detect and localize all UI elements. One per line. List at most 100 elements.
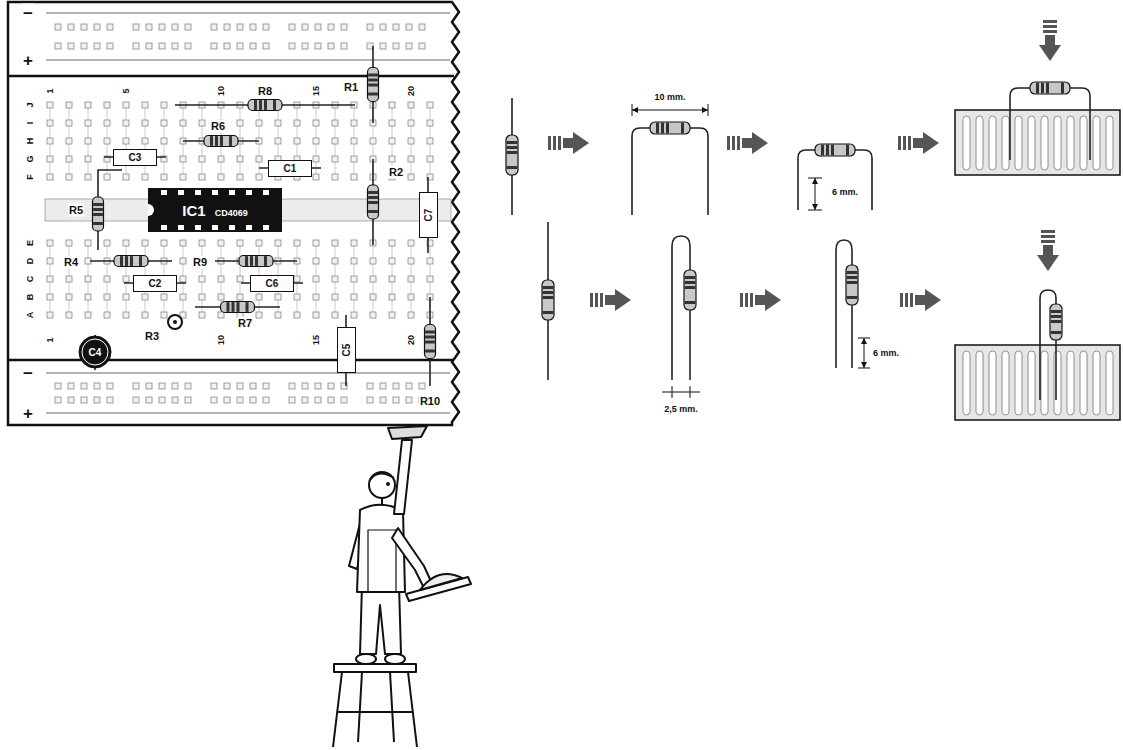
rail-polarity-sign: − xyxy=(22,364,34,383)
component-name: C7 xyxy=(424,209,434,222)
rail-hole xyxy=(146,383,152,389)
rail-hole xyxy=(107,24,113,30)
color-band xyxy=(93,222,103,225)
rail-hole xyxy=(250,43,256,49)
arrow-shaft xyxy=(1045,35,1055,46)
color-band xyxy=(227,302,230,312)
rail-hole xyxy=(211,43,217,49)
color-band xyxy=(368,191,378,194)
color-band xyxy=(507,166,518,169)
rail-hole xyxy=(393,397,399,403)
color-band xyxy=(425,331,435,334)
rail-hole xyxy=(419,383,425,389)
color-band xyxy=(368,74,378,77)
arrow-stripe xyxy=(600,293,603,307)
resistor-case xyxy=(93,197,104,231)
rail-hole xyxy=(419,43,425,49)
ic-pin xyxy=(246,225,252,230)
resistor-case xyxy=(815,144,855,156)
color-band xyxy=(685,276,696,279)
hole xyxy=(218,174,224,180)
rail-hole xyxy=(81,43,87,49)
dimension-arrow xyxy=(861,338,867,344)
rail-hole xyxy=(302,24,308,30)
rail-hole xyxy=(94,43,100,49)
hole xyxy=(218,156,224,162)
color-band xyxy=(1061,83,1064,94)
part-label: R6 xyxy=(210,120,226,133)
part-label: R3 xyxy=(144,330,160,343)
hole xyxy=(351,276,357,282)
hole xyxy=(123,276,129,282)
arrow-stripe xyxy=(1043,30,1057,33)
arrow-shaft xyxy=(605,295,616,305)
hole xyxy=(427,120,433,126)
breadboard-slot xyxy=(976,116,983,170)
color-band xyxy=(139,256,142,266)
hole xyxy=(218,240,224,246)
hole xyxy=(104,120,110,126)
color-band xyxy=(685,281,696,284)
hole xyxy=(47,240,53,246)
dimension-arrow xyxy=(861,362,867,368)
resistor-body xyxy=(815,144,855,156)
breadboard-slot xyxy=(1041,351,1048,415)
rail-hole xyxy=(393,383,399,389)
resistor-body xyxy=(506,135,518,175)
hole xyxy=(123,294,129,300)
hole xyxy=(66,312,72,318)
color-band xyxy=(246,302,249,312)
hole xyxy=(370,258,376,264)
rail-hole xyxy=(55,24,61,30)
rail-hole xyxy=(328,383,334,389)
row-letter: G xyxy=(25,154,36,163)
color-band xyxy=(847,271,858,274)
rail-hole xyxy=(289,397,295,403)
hole xyxy=(313,294,319,300)
hole xyxy=(427,138,433,144)
arrow-stripe xyxy=(1043,20,1057,23)
resistor-body xyxy=(368,68,379,102)
hole xyxy=(313,276,319,282)
breadboard-slot xyxy=(963,351,970,415)
hole xyxy=(142,102,148,108)
rail-hole xyxy=(159,24,165,30)
row-letter: A xyxy=(25,311,36,320)
color-band xyxy=(847,276,858,279)
components xyxy=(90,46,436,386)
column-number: 20 xyxy=(406,85,417,97)
rail-line xyxy=(46,13,450,14)
node-text: C5 xyxy=(341,344,352,357)
capacitor-can xyxy=(79,336,111,368)
resistor-body xyxy=(1050,304,1062,340)
hole xyxy=(123,240,129,246)
capacitor-box: C3 xyxy=(113,149,157,166)
hole xyxy=(237,276,243,282)
arrow-stripe xyxy=(740,293,743,307)
arrow-stripe xyxy=(558,136,561,150)
rail-hole xyxy=(328,43,334,49)
hole xyxy=(142,174,148,180)
resistor-case xyxy=(1050,304,1062,340)
hole xyxy=(123,102,129,108)
hole xyxy=(389,276,395,282)
hole xyxy=(313,156,319,162)
hole xyxy=(275,312,281,318)
rail-hole xyxy=(419,24,425,30)
hole xyxy=(332,138,338,144)
part-label: R5 xyxy=(68,204,84,217)
breadboard-slot xyxy=(1054,351,1061,415)
worker-figure xyxy=(333,426,471,747)
hole xyxy=(351,240,357,246)
component-name: IC1 xyxy=(182,203,205,218)
hole xyxy=(275,138,281,144)
breadboard-slot xyxy=(1028,351,1035,415)
hole xyxy=(332,156,338,162)
hole xyxy=(85,120,91,126)
rail-line xyxy=(46,60,450,61)
resistor-body xyxy=(650,122,690,134)
rail-hole xyxy=(185,43,191,49)
breadboard-section xyxy=(955,345,1120,420)
color-band xyxy=(1051,315,1062,318)
